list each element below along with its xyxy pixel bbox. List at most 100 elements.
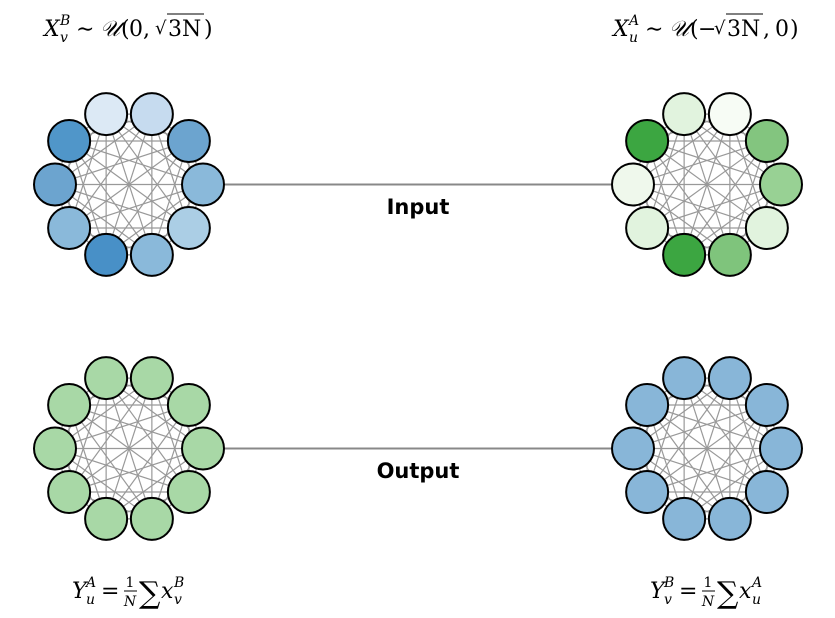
graph-node [181, 162, 225, 207]
formula-comma: , [763, 17, 770, 42]
formula-eq: = [101, 579, 119, 604]
graph-node [129, 92, 174, 137]
graph-node [744, 205, 789, 250]
graph-edge [105, 377, 153, 520]
graph-node [744, 119, 789, 164]
formula-bottom-right: Y B v = 1 N ∑ x A u [650, 575, 762, 611]
graph-node [33, 426, 77, 471]
formula-var: X [611, 17, 630, 42]
graph-edge [683, 113, 731, 256]
formula-sum: ∑ [717, 576, 739, 611]
graph-node [707, 356, 752, 401]
graph-edge [68, 404, 153, 520]
graph-node [47, 469, 92, 514]
input-graph-a [611, 92, 803, 277]
graph-node [47, 119, 92, 164]
formula-sub: u [629, 30, 638, 46]
graph-node [662, 496, 707, 541]
graph-node [707, 92, 752, 137]
graph-edge [683, 113, 768, 229]
formula-sqrt: √ [714, 18, 726, 39]
graph-node [707, 496, 752, 541]
formula-sup: A [84, 575, 96, 591]
formula-frac-num: 1 [704, 575, 713, 591]
formula-arg2: 0 [775, 17, 789, 42]
graph-edge [68, 140, 204, 186]
formula-xsub: v [174, 592, 182, 608]
graph-edge [54, 447, 190, 493]
graph-node [662, 92, 707, 137]
graph-node [166, 469, 211, 514]
formula-eq: = [679, 579, 697, 604]
formula-radicand: 3N [727, 17, 760, 42]
formula-sup: B [663, 575, 674, 591]
formula-x: x [739, 579, 752, 604]
graph-node [759, 426, 803, 471]
graph-node [84, 496, 129, 541]
graph-node [84, 92, 129, 137]
formula-neg: − [698, 17, 716, 42]
graph-node [625, 383, 670, 428]
formula-comma: , [143, 17, 150, 42]
graph-node [33, 162, 77, 207]
graph-node [181, 426, 225, 471]
graph-node [84, 232, 129, 277]
graph-edge [68, 140, 153, 256]
graph-edge [105, 377, 190, 493]
output-graph-b [611, 356, 803, 541]
formula-frac-den: N [123, 594, 137, 610]
graph-edge [646, 404, 731, 520]
graph-node [662, 232, 707, 277]
output-label: Output [377, 459, 460, 483]
formula-var: X [42, 17, 61, 42]
formula-rel: ∼ [645, 17, 663, 42]
formula-xsub: u [752, 592, 761, 608]
formula-x: x [161, 579, 174, 604]
formula-top-left: X B v ∼ 𝒰 ( 0 , √ 3N ) [42, 13, 213, 46]
formula-var: Y [650, 579, 667, 604]
formula-frac-den: N [701, 594, 715, 610]
graph-node [129, 232, 174, 277]
formula-sub: v [60, 30, 68, 46]
formula-sub: v [664, 592, 672, 608]
graph-node [84, 356, 129, 401]
formula-rpar: ) [790, 17, 799, 42]
graph-node [744, 469, 789, 514]
graph-node [611, 162, 655, 207]
graph-edge [68, 404, 204, 450]
graph-node [744, 383, 789, 428]
input-graph-b [33, 92, 225, 277]
formula-sub: u [86, 592, 95, 608]
graph-node [625, 119, 670, 164]
formula-lpar: ( [690, 17, 699, 42]
formula-bottom-left: Y A u = 1 N ∑ x B v [72, 575, 184, 611]
formula-sum: ∑ [139, 576, 161, 611]
formula-rel: ∼ [76, 17, 94, 42]
formula-sup: A [627, 13, 639, 29]
graph-node [759, 162, 803, 207]
input-label: Input [387, 195, 450, 219]
formula-radicand: 3N [168, 17, 201, 42]
graph-node [47, 205, 92, 250]
graph-edge [646, 140, 731, 256]
graph-node [47, 383, 92, 428]
formula-xsup: B [173, 575, 184, 591]
graph-node [611, 426, 655, 471]
formula-rpar: ) [204, 17, 213, 42]
graph-node [129, 356, 174, 401]
graph-node [625, 205, 670, 250]
formula-lpar: ( [121, 17, 130, 42]
formula-var: Y [72, 579, 89, 604]
graph-edge [54, 183, 190, 229]
graph-node [707, 232, 752, 277]
graph-edge [683, 377, 768, 493]
graph-edge [646, 140, 782, 186]
graph-edge [632, 447, 768, 493]
graph-node [166, 383, 211, 428]
output-graph-a [33, 356, 225, 541]
formula-xsup: A [750, 575, 762, 591]
graph-edge [105, 113, 153, 256]
graph-node [166, 205, 211, 250]
graph-edge [683, 377, 731, 520]
graph-node [625, 469, 670, 514]
